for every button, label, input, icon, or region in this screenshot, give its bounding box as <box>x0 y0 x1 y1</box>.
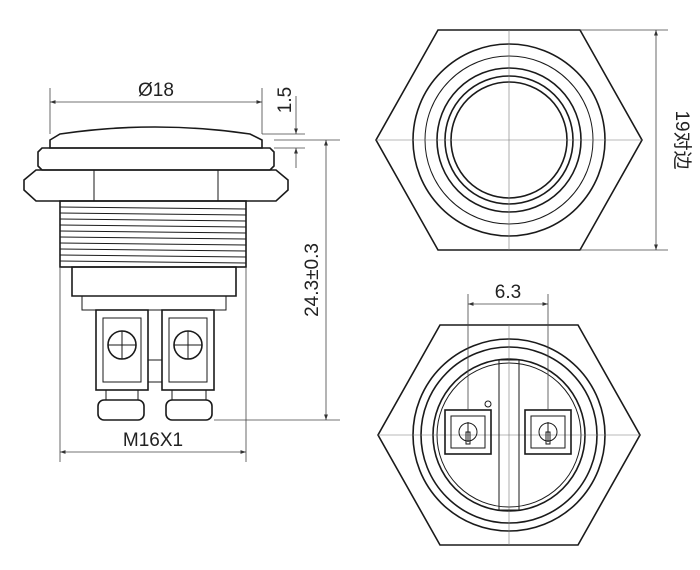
thread-line <box>59 254 247 258</box>
svg-text:19对边: 19对边 <box>671 110 693 169</box>
lower-housing <box>71 266 237 297</box>
dim-body-length: 24.3±0.3 <box>214 139 340 421</box>
thread-lines <box>59 206 247 264</box>
thread-line <box>59 224 247 228</box>
dim-cap-height: 1.5 <box>262 87 305 168</box>
rear-divider <box>498 359 520 511</box>
thread-line <box>59 218 247 222</box>
svg-text:24.3±0.3: 24.3±0.3 <box>302 243 323 317</box>
terminal-left <box>95 309 149 421</box>
rear-terminal-right <box>524 409 572 455</box>
terminal-right <box>161 309 215 421</box>
thread-line <box>59 260 247 264</box>
svg-text:M16X1: M16X1 <box>123 430 183 451</box>
svg-text:Ø18: Ø18 <box>138 80 174 101</box>
button-cap <box>49 126 263 149</box>
thread-line <box>59 212 247 216</box>
thread-line <box>59 230 247 234</box>
thread-line <box>59 236 247 240</box>
dim-terminal-spacing: 6.3 <box>467 282 549 410</box>
dim-across-flats: 19对边 <box>580 29 693 251</box>
bezel <box>37 147 275 171</box>
svg-text:6.3: 6.3 <box>495 282 521 303</box>
svg-text:1.5: 1.5 <box>275 87 296 113</box>
dim-diameter: Ø18 <box>49 80 263 134</box>
rear-view: 6.3 <box>377 282 641 546</box>
thread-line <box>59 206 247 210</box>
center-pin <box>147 359 163 383</box>
dim-thread: M16X1 <box>59 267 247 462</box>
rear-terminal-left <box>444 409 492 455</box>
front-view: 19对边 <box>375 29 693 251</box>
thread-line <box>59 248 247 252</box>
hex-nut <box>23 169 289 202</box>
thread-line <box>59 242 247 246</box>
side-view: Ø18 1.5 24.3±0.3 M16X1 <box>23 80 340 462</box>
